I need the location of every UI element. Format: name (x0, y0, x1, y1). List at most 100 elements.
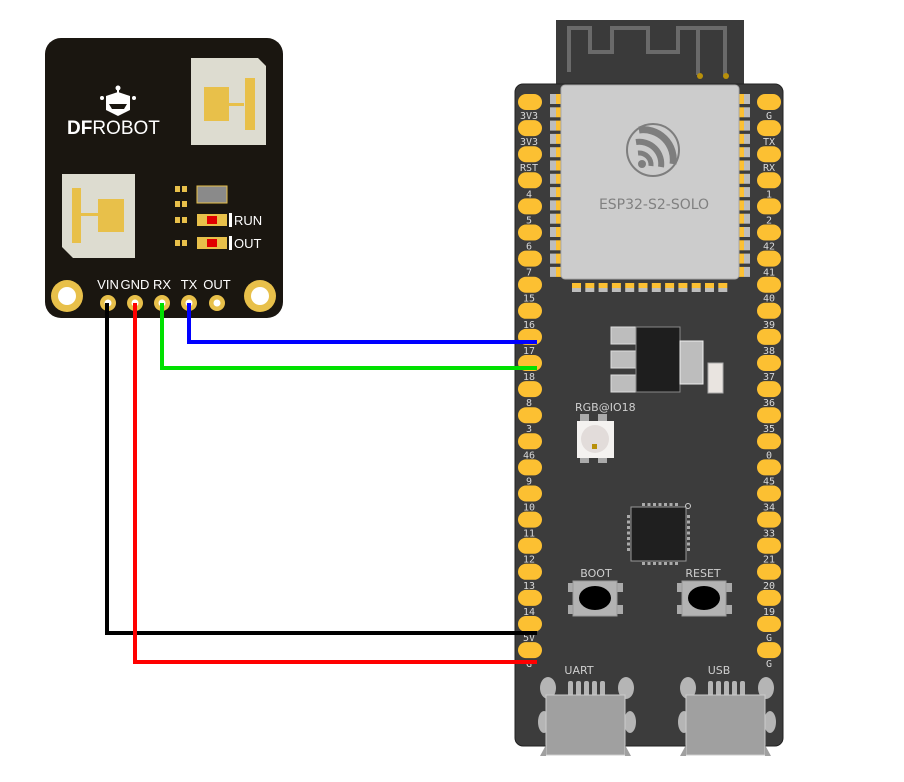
module-pad (556, 160, 561, 171)
boot-button[interactable] (568, 580, 623, 617)
module-pad (739, 147, 744, 158)
module-pad (705, 283, 714, 288)
chip-pin (687, 542, 690, 546)
uart-usb-port[interactable] (538, 677, 636, 756)
pin-pad[interactable] (757, 642, 781, 659)
pin-pad[interactable] (757, 381, 781, 398)
pin-pad[interactable] (518, 302, 542, 319)
pin-pad[interactable] (757, 616, 781, 632)
module-pad (550, 147, 556, 158)
module-pad (718, 288, 728, 292)
pin-label: 3 (526, 424, 532, 435)
module-pad (638, 283, 648, 288)
module-pad (744, 187, 750, 198)
pin-pad[interactable] (518, 172, 542, 189)
pin-pad[interactable] (757, 485, 781, 502)
pin-pad[interactable] (518, 485, 542, 502)
reset-label: RESET (685, 567, 721, 580)
pin-pad[interactable] (518, 381, 542, 398)
pin-pad[interactable] (757, 511, 781, 528)
pin-pad[interactable] (518, 94, 542, 110)
pin-label: 2 (766, 215, 772, 226)
module-pad (739, 240, 744, 251)
chip-pin (627, 520, 630, 524)
module-pad (678, 288, 688, 292)
out-led (197, 236, 232, 250)
pin-pad[interactable] (757, 94, 781, 110)
module-shield (560, 84, 740, 280)
radar-antenna-tx (191, 58, 266, 145)
pin-pad[interactable] (757, 120, 781, 137)
pin-label: 1 (766, 189, 772, 200)
pin-pad[interactable] (757, 276, 781, 293)
module-pad (550, 120, 556, 131)
pin-pad[interactable] (518, 407, 542, 424)
wire-vin-5v (105, 303, 537, 635)
pin-pad[interactable] (518, 146, 542, 163)
pin-pad[interactable] (518, 642, 542, 659)
pin-label: RX (763, 163, 775, 174)
pin-label: 46 (523, 450, 535, 461)
pin-pad[interactable] (518, 120, 542, 137)
native-usb-port[interactable] (678, 677, 776, 756)
pin-label: 20 (763, 581, 775, 592)
pin-pad[interactable] (518, 511, 542, 528)
pin-label: 34 (763, 503, 775, 514)
pin-pad[interactable] (757, 172, 781, 189)
run-led-label: RUN (234, 213, 262, 228)
pin-pad[interactable] (518, 224, 542, 241)
pin-pad[interactable] (757, 302, 781, 319)
pin-label: 17 (523, 346, 535, 357)
chip-pin (627, 526, 630, 529)
module-pad (550, 133, 556, 144)
module-pad (556, 266, 561, 277)
pin-pad[interactable] (518, 250, 542, 267)
pin-label: 9 (526, 476, 532, 487)
pin-label: 42 (763, 242, 775, 253)
pin-pad[interactable] (757, 250, 781, 267)
pin-pad[interactable] (757, 563, 781, 580)
pin-label: TX (763, 137, 775, 148)
pin-pad[interactable] (518, 589, 542, 606)
pin-pad[interactable] (757, 328, 781, 345)
pin-pad[interactable] (518, 198, 542, 215)
module-pad (739, 253, 744, 264)
pin-pad[interactable] (757, 224, 781, 241)
pin-pad[interactable] (757, 537, 781, 554)
pin-pad[interactable] (757, 355, 781, 371)
pin-label: 0 (766, 450, 772, 461)
module-pad (691, 283, 701, 288)
pin-pad[interactable] (757, 459, 781, 476)
wire-tx-16 (187, 303, 537, 344)
pin-label: 38 (763, 346, 775, 357)
pin-pad[interactable] (757, 433, 781, 450)
pin-pad[interactable] (518, 616, 542, 632)
pin-pad[interactable] (518, 563, 542, 580)
pin-label: 18 (523, 372, 535, 383)
pin-pad[interactable] (518, 537, 542, 554)
module-pad (744, 227, 750, 237)
pin-pad[interactable] (518, 433, 542, 450)
boot-label: BOOT (580, 567, 612, 580)
pin-pad[interactable] (757, 198, 781, 215)
pin-label: G (526, 659, 532, 670)
module-pad (550, 213, 556, 224)
sensor-pin-label: VIN (97, 277, 119, 292)
module-pad (744, 253, 750, 264)
module-pad (550, 107, 556, 118)
pin-label: 6 (526, 242, 532, 253)
chip-pin (658, 562, 662, 565)
pin-pad[interactable] (757, 146, 781, 163)
pin-pad[interactable] (757, 589, 781, 606)
module-pad (705, 288, 714, 292)
rgb-label: RGB@IO18 (575, 401, 636, 414)
pin-label: 3V3 (520, 111, 538, 122)
pin-pad[interactable] (518, 459, 542, 476)
module-pad (550, 160, 556, 171)
pin-pad[interactable] (518, 276, 542, 293)
module-pad (744, 120, 750, 131)
chip-pin (627, 515, 630, 518)
reset-button[interactable] (677, 580, 732, 617)
pin-pad[interactable] (757, 407, 781, 424)
